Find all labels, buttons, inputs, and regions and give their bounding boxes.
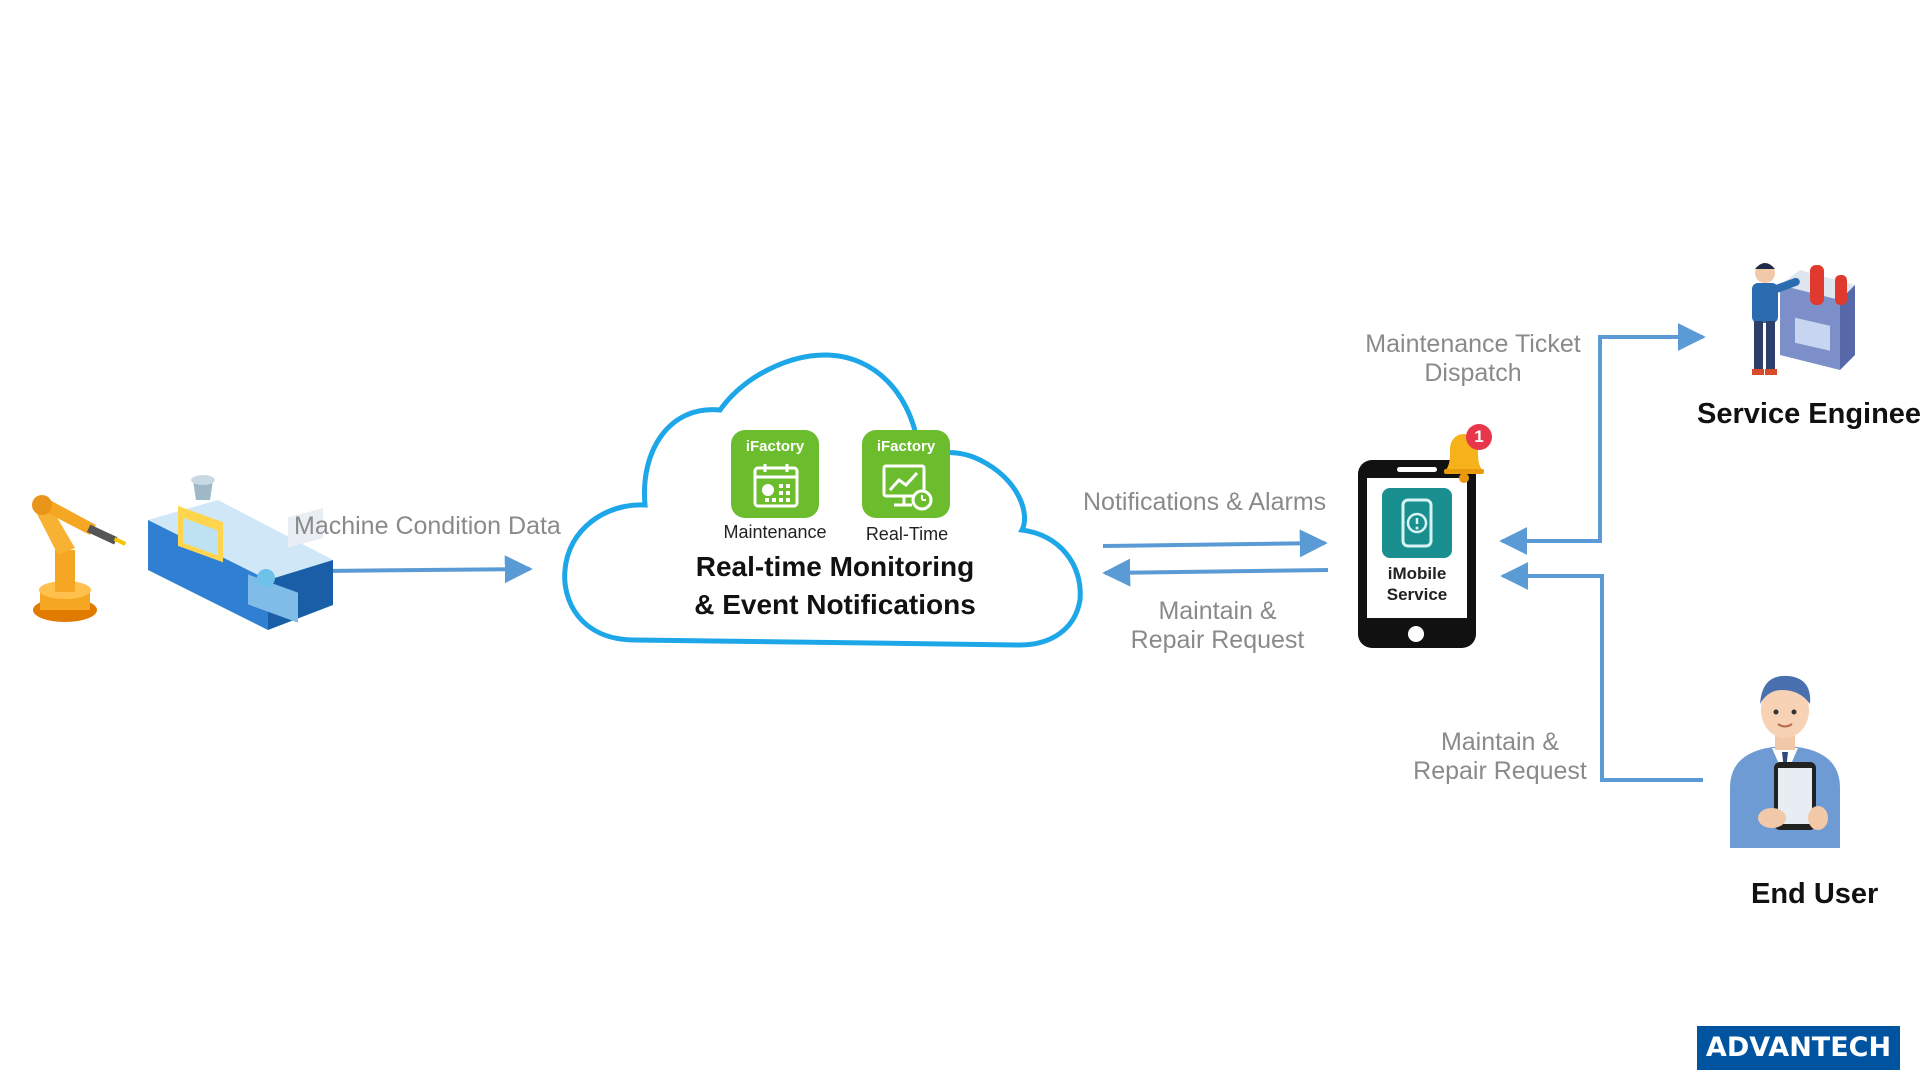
realtime-app-caption: Real-Time <box>865 524 949 544</box>
maintenance-app-tile[interactable]: iFactory <box>731 430 819 518</box>
cloud-title-line2: & Event Notifications <box>694 589 976 620</box>
maintenance-app-caption: Maintenance <box>723 522 827 542</box>
end-user-request-line2: Repair Request <box>1413 757 1587 785</box>
request-arrow <box>1102 558 1329 587</box>
ticket-dispatch-line1: Maintenance Ticket <box>1365 330 1581 358</box>
machine-condition-label: Machine Condition Data <box>294 512 561 540</box>
phone-speaker <box>1397 467 1437 472</box>
notifications-alarms-label: Notifications & Alarms <box>1083 488 1327 516</box>
calendar-icon <box>753 464 799 508</box>
imobile-app-label-line2: Service <box>1386 585 1448 604</box>
service-engineer-label: Service Engineer <box>1697 398 1920 430</box>
maintain-request-line2: Repair Request <box>1130 626 1305 654</box>
ticket-dispatch-line2: Dispatch <box>1424 359 1522 387</box>
factory-machines <box>10 460 333 630</box>
phone-home-button <box>1408 626 1424 642</box>
machine-data-arrow <box>321 555 533 584</box>
realtime-app-brand: iFactory <box>876 438 936 455</box>
service-engineer-icon <box>1752 263 1855 375</box>
imobile-phone: iMobile Service <box>1358 460 1476 648</box>
realtime-app-tile[interactable]: iFactory <box>862 430 950 518</box>
alert-phone-icon <box>1401 498 1433 548</box>
monitor-chart-icon <box>882 464 933 511</box>
imobile-app-icon[interactable] <box>1382 488 1452 558</box>
end-user-label: End User <box>1751 878 1879 910</box>
end-user-arrow <box>1500 562 1703 782</box>
injection-machine-icon <box>148 475 333 630</box>
end-user-request-line1: Maintain & <box>1440 728 1560 756</box>
end-user-icon <box>1730 675 1840 848</box>
cloud-title-line1: Real-time Monitoring <box>695 551 975 582</box>
notifications-arrow <box>1102 529 1328 558</box>
advantech-logo-text: ADVANTECH <box>1705 1032 1892 1063</box>
imobile-app-label-line1: iMobile <box>1387 564 1447 583</box>
cloud-shape <box>562 352 1083 648</box>
maintenance-app-brand: iFactory <box>745 438 805 455</box>
robot-arm-icon <box>32 495 127 622</box>
notification-badge: 1 <box>1466 424 1492 450</box>
maintain-request-line1: Maintain & <box>1158 597 1277 625</box>
advantech-logo: ADVANTECH <box>1697 1026 1900 1070</box>
notification-count: 1 <box>1474 427 1484 446</box>
